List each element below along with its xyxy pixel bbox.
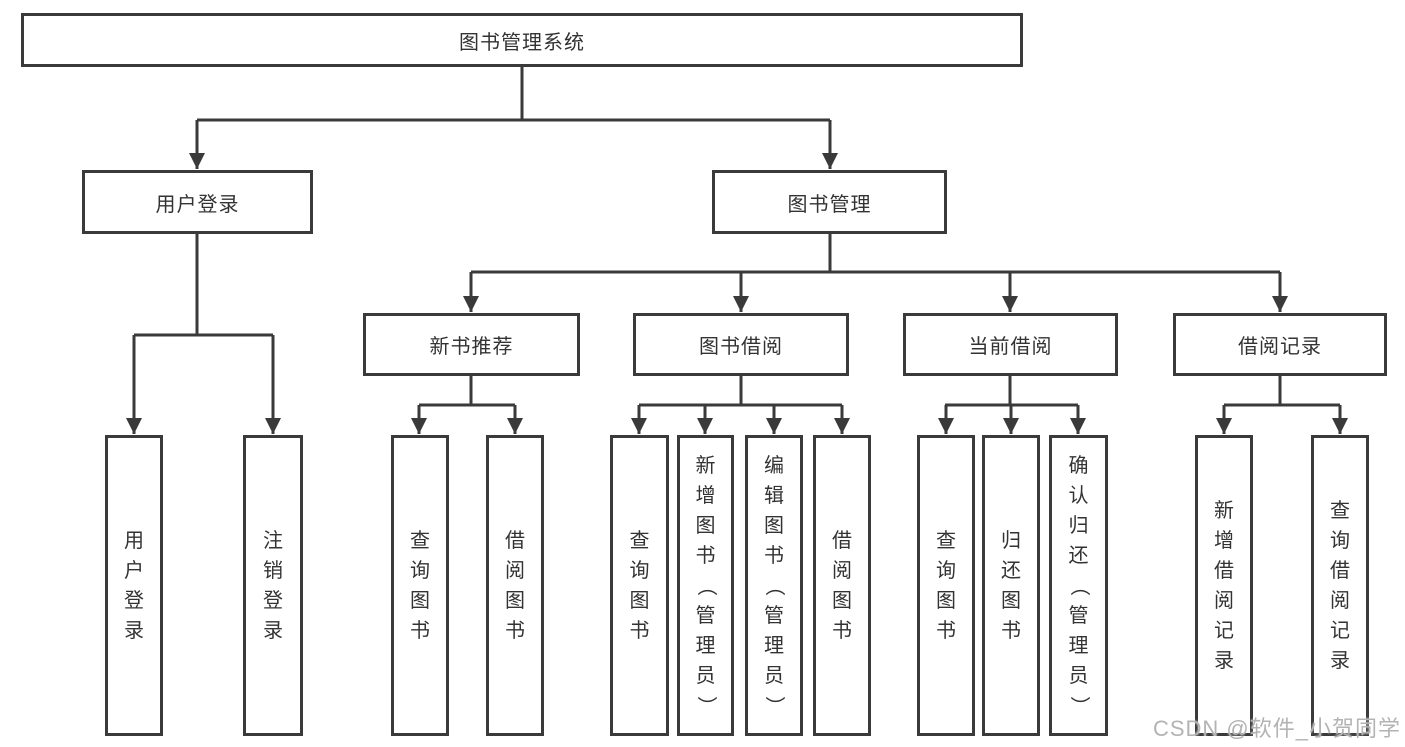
node-leaf-add-book-admin: 新增图书（管理员） [677,435,734,736]
connector-segments [126,67,1348,434]
node-leaf-query-books-borrowing: 查询图书 [610,435,669,736]
node-leaf-query-books-recommend: 查询图书 [391,435,449,736]
node-leaf-logout: 注销登录 [243,435,303,736]
node-leaf-query-borrow-record: 查询借阅记录 [1311,435,1369,736]
node-book-borrowing: 图书借阅 [633,313,849,376]
node-leaf-user-login: 用户登录 [105,435,163,736]
node-leaf-return-books: 归还图书 [982,435,1040,736]
node-leaf-borrow-books: 借阅图书 [813,435,871,736]
node-book-management-module: 图书管理 [712,170,947,234]
csdn-watermark: CSDN @软件_小贺同学 [1152,716,1401,741]
node-root-system: 图书管理系统 [21,13,1023,67]
node-leaf-confirm-return-admin: 确认归还（管理员） [1049,435,1108,736]
node-leaf-add-borrow-record: 新增借阅记录 [1195,435,1253,736]
node-leaf-edit-book-admin: 编辑图书（管理员） [745,435,803,736]
node-new-book-recommend: 新书推荐 [363,313,580,376]
node-borrowing-records: 借阅记录 [1173,313,1387,376]
node-current-borrowing: 当前借阅 [903,313,1118,376]
node-leaf-query-books-current: 查询图书 [917,435,975,736]
node-user-login-module: 用户登录 [82,170,313,234]
node-leaf-borrow-books-recommend: 借阅图书 [486,435,544,736]
